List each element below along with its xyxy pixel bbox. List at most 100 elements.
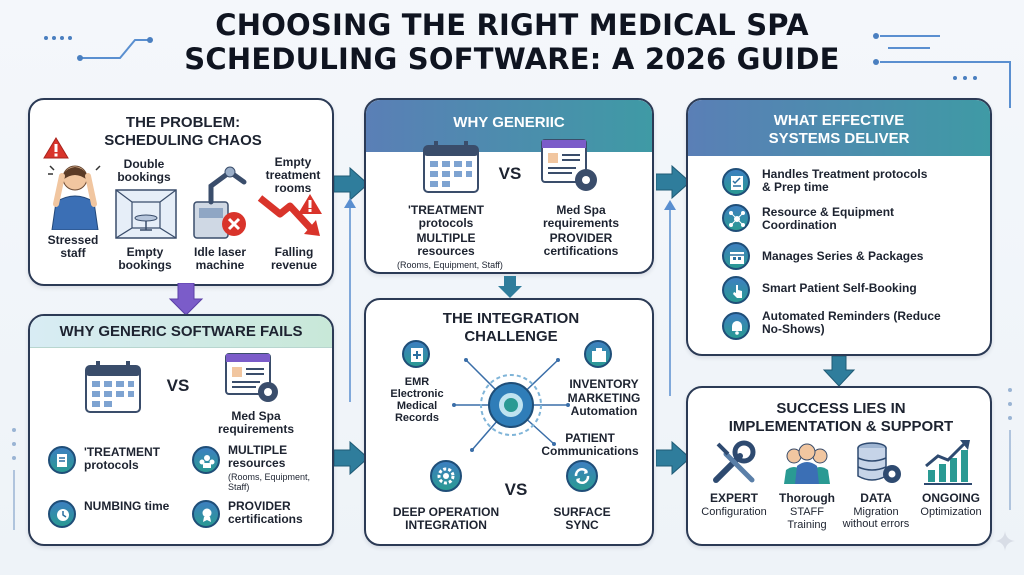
packages-calendar-icon	[722, 242, 750, 270]
success-ongoing-label: ONGOING	[921, 491, 980, 505]
connector-line-right-icon	[664, 200, 676, 396]
emr-icon	[402, 340, 430, 368]
multiple-resources-icon	[192, 446, 220, 474]
warning-triangle-icon	[43, 137, 69, 159]
arrow-down-icon	[168, 283, 204, 316]
integration-deep-label: DEEP OPERATION INTEGRATION	[392, 505, 500, 532]
integration-emr-label: EMR Electronic Medical Records	[390, 376, 444, 424]
integration-heading-line-2: CHALLENGE	[464, 328, 558, 345]
side-dots-left-icon	[12, 428, 16, 530]
generic-fails-medspa-label: Med Spa requirements	[217, 409, 295, 436]
success-expert-label: EXPERT	[709, 491, 758, 505]
stressed-staff-label: Stressed staff	[47, 233, 99, 260]
success-expert-sub: Configuration	[701, 506, 767, 518]
why-generic-panel: WHY GENERIIC VS 'TREATMENT protocols MUL…	[364, 98, 654, 274]
success-panel: SUCCESS LIES IN IMPLEMENTATION & SUPPORT…	[686, 386, 992, 546]
arrow-right-top-2-icon	[656, 164, 691, 200]
integration-heading-line-1: THE INTEGRATION	[442, 310, 580, 327]
generic-fails-panel: WHY GENERIC SOFTWARE FAILS VS Med Spa re…	[28, 314, 334, 546]
resource-network-icon	[722, 204, 750, 232]
integration-panel: THE INTEGRATION CHALLENGE EMR Electronic…	[364, 298, 654, 546]
why-generic-multiple-sub: (Rooms, Equipment, Staff)	[397, 260, 503, 270]
protocol-checklist-icon	[722, 168, 750, 196]
calendar-icon	[85, 361, 141, 413]
success-thorough-label: Thorough	[779, 491, 835, 505]
effective-item-4: Smart Patient Self-Booking	[762, 281, 917, 295]
success-data-label: DATA	[860, 491, 892, 505]
treatment-protocols-icon	[48, 446, 76, 474]
integration-marketing-label: MARKETING Automation	[567, 391, 641, 418]
medspa-document-gear-icon	[225, 353, 278, 402]
circuit-decoration-right-icon	[873, 33, 1011, 108]
sparkle-icon	[995, 531, 1015, 551]
success-heading: SUCCESS LIES IN IMPLEMENTATION & SUPPORT	[688, 400, 990, 436]
numbing-time-icon	[48, 500, 76, 528]
why-generic-medspa-label: Med Spa requirements	[542, 203, 620, 230]
problem-heading: THE PROBLEM: SCHEDULING CHAOS	[30, 114, 332, 150]
idle-laser-label: Idle laser machine	[193, 245, 247, 272]
circuit-decoration-left-icon	[44, 36, 153, 61]
page-title: CHOOSING THE RIGHT MEDICAL SPA SCHEDULIN…	[0, 8, 1024, 76]
deep-integration-gear-icon	[430, 460, 462, 492]
arrow-right-bottom-icon	[334, 440, 369, 476]
integration-vs-label: VS	[504, 480, 528, 499]
why-generic-heading: WHY GENERIIC	[366, 100, 652, 152]
effective-heading-line-2: SYSTEMS DELIVER	[768, 130, 910, 147]
generic-fails-vs-label: VS	[166, 376, 190, 395]
effective-heading-line-1: WHAT EFFECTIVE	[773, 112, 905, 129]
surface-sync-icon	[566, 460, 598, 492]
effective-item-5: Automated Reminders (Reduce No-Shows)	[762, 309, 941, 336]
title-line-1: CHOOSING THE RIGHT MEDICAL SPA	[215, 8, 809, 42]
title-line-2: SCHEDULING SOFTWARE: A 2026 GUIDE	[184, 42, 840, 76]
staff-team-icon	[784, 443, 830, 484]
stressed-person-icon	[48, 165, 101, 230]
success-data-sub: Migration without errors	[842, 506, 910, 530]
arrow-right-top-icon	[334, 166, 369, 202]
integration-hub-icon	[452, 358, 570, 452]
why-generic-treatment-label: 'TREATMENT protocols	[408, 203, 484, 230]
laser-machine-icon	[193, 166, 247, 239]
reminder-bell-icon	[722, 312, 750, 340]
why-generic-provider-label: PROVIDER certifications	[543, 231, 619, 258]
success-heading-line-2: IMPLEMENTATION & SUPPORT	[728, 418, 954, 435]
double-bookings-label: Double bookings	[117, 157, 171, 184]
effective-item-1: Handles Treatment protocols & Prep time	[762, 167, 928, 194]
integration-heading: THE INTEGRATION CHALLENGE	[366, 310, 652, 346]
effective-panel: WHAT EFFECTIVE SYSTEMS DELIVER Handles T…	[686, 98, 992, 356]
arrow-down-small-icon	[498, 276, 522, 298]
problem-heading-line-2: SCHEDULING CHAOS	[104, 132, 262, 149]
medspa-document-gear-icon	[541, 139, 597, 191]
generic-fails-heading: WHY GENERIC SOFTWARE FAILS	[30, 316, 332, 348]
generic-fails-multiple-label: MULTIPLE resources	[228, 443, 288, 470]
generic-fails-numbing-label: NUMBING time	[84, 499, 170, 513]
integration-inventory-label: INVENTORY	[569, 377, 639, 391]
problem-panel: THE PROBLEM: SCHEDULING CHAOS Stressed s…	[28, 98, 334, 286]
calendar-icon	[423, 141, 479, 193]
connector-line-left-icon	[344, 198, 356, 402]
empty-rooms-label: Empty treatment rooms	[265, 155, 321, 195]
empty-bookings-label: Empty bookings	[118, 245, 172, 272]
integration-patient-label: PATIENT Communications	[541, 431, 639, 458]
falling-revenue-label: Falling revenue	[270, 245, 318, 272]
effective-heading: WHAT EFFECTIVE SYSTEMS DELIVER	[688, 100, 990, 156]
generic-fails-provider-label: PROVIDER certifications	[228, 499, 303, 526]
arrow-down-success-icon	[822, 356, 856, 387]
why-generic-vs-label: VS	[498, 164, 522, 183]
success-heading-line-1: SUCCESS LIES IN	[776, 400, 906, 417]
problem-heading-line-1: THE PROBLEM:	[125, 114, 241, 131]
growth-chart-icon	[924, 440, 972, 485]
falling-revenue-icon	[257, 194, 322, 236]
inventory-icon	[584, 340, 612, 368]
side-dots-right-icon	[1008, 388, 1012, 510]
arrow-right-bottom-2-icon	[656, 440, 691, 476]
effective-item-3: Manages Series & Packages	[762, 249, 924, 263]
generic-fails-multiple-sub: (Rooms, Equipment, Staff)	[228, 472, 311, 492]
effective-item-2: Resource & Equipment Coordination	[762, 205, 895, 232]
wrench-screwdriver-icon	[713, 440, 756, 483]
generic-fails-treatment-label: 'TREATMENT protocols	[84, 445, 160, 472]
provider-certifications-icon	[192, 500, 220, 528]
empty-room-icon	[115, 189, 177, 239]
why-generic-multiple-label: MULTIPLE resources	[416, 231, 476, 258]
success-thorough-sub: STAFF Training	[787, 506, 827, 531]
database-gear-icon	[857, 442, 901, 483]
